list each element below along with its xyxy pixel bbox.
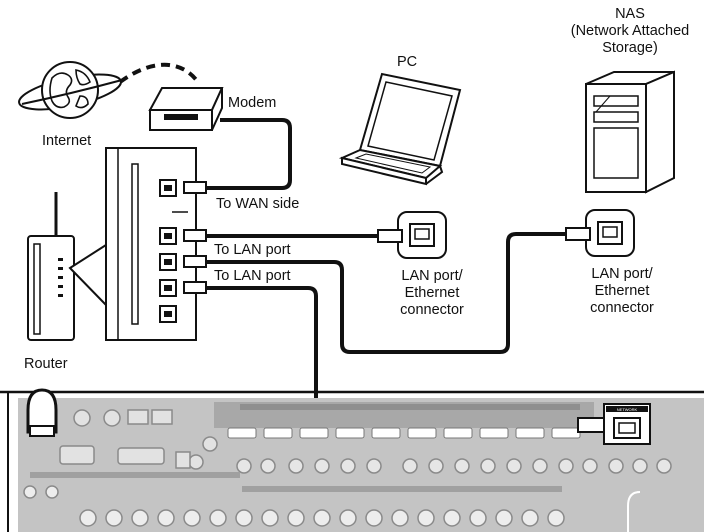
receiver-network-port-icon: NETWORK xyxy=(603,403,651,445)
receiver-network-label: NETWORK xyxy=(617,407,638,412)
router-zoom-wedge xyxy=(68,243,107,308)
internet-label: Internet xyxy=(42,133,92,149)
antenna-connector-icon xyxy=(26,388,58,437)
router-enlarged-panel xyxy=(105,147,197,341)
router-icon xyxy=(27,192,75,341)
nas-label-line2: (Network Attached xyxy=(570,23,690,39)
internet-modem-dashed-link xyxy=(118,62,200,84)
to-lan-port-label-1: To LAN port xyxy=(214,242,291,258)
receiver-rear-panel: NETWORK xyxy=(0,388,704,532)
modem-label: Modem xyxy=(228,95,277,111)
nas-lan-port-icon xyxy=(565,209,635,257)
nas-label-line1: NAS xyxy=(615,6,645,22)
nas-lan-port-label-line1: LAN port/ xyxy=(591,266,653,282)
nas-lan-port-label-line3: connector xyxy=(590,300,654,316)
pc-lan-port-label: LAN port/ Ethernet connector xyxy=(382,268,482,319)
nas-lan-port-label: LAN port/ Ethernet connector xyxy=(572,266,672,317)
nas-label-line3: Storage) xyxy=(602,40,658,56)
to-wan-side-label: To WAN side xyxy=(216,196,300,212)
pc-label: PC xyxy=(397,54,418,70)
cable-modem-wan xyxy=(205,118,292,190)
pc-laptop-icon xyxy=(338,72,462,186)
pc-lan-port-icon xyxy=(377,211,447,259)
modem-icon xyxy=(148,87,224,131)
pc-lan-port-label-line1: LAN port/ xyxy=(401,268,463,284)
internet-globe-icon xyxy=(18,61,123,119)
router-label: Router xyxy=(24,356,68,372)
nas-label: NAS (Network Attached Storage) xyxy=(560,6,700,57)
nas-lan-port-label-line2: Ethernet xyxy=(594,283,650,299)
to-lan-port-label-2: To LAN port xyxy=(214,268,291,284)
cable-lan-nas xyxy=(205,232,568,354)
router-plugs xyxy=(183,181,207,294)
pc-lan-port-label-line2: Ethernet xyxy=(404,285,460,301)
nas-tower-icon xyxy=(585,70,675,194)
pc-lan-port-label-line3: connector xyxy=(400,302,464,318)
